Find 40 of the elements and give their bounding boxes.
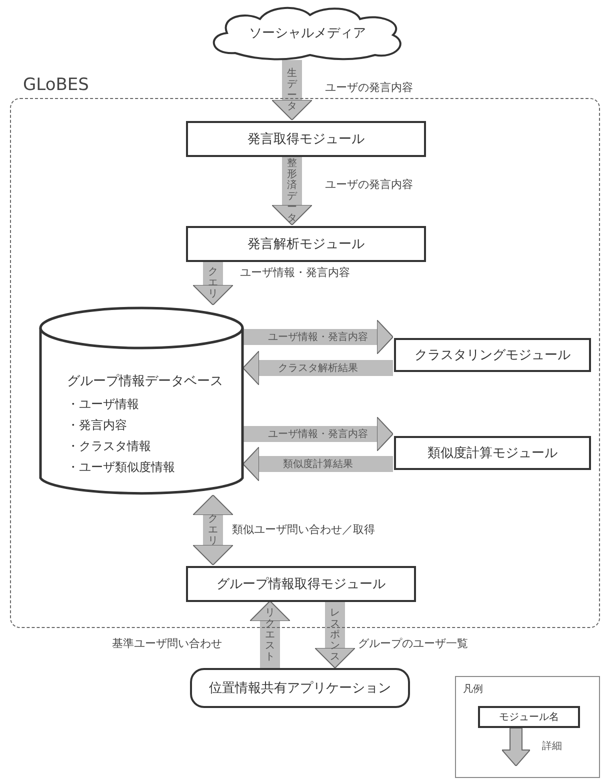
- arrow: [192, 494, 234, 566]
- arrow: [243, 320, 394, 354]
- list-item: ・ユーザ情報: [67, 396, 140, 413]
- edge-label: リクエスト: [265, 607, 275, 662]
- edge-label: 生データ: [287, 68, 297, 112]
- list-item: ・クラスタ情報: [67, 438, 152, 455]
- edge-label: 類似度計算結果: [283, 458, 353, 471]
- flow-description: ユーザ情報・発言内容: [240, 265, 350, 280]
- arrow: [272, 156, 312, 226]
- arrow: [272, 60, 312, 120]
- cloud-label: ソーシャルメディア: [249, 24, 366, 42]
- module-box: 発言取得モジュール: [186, 121, 426, 157]
- arrow: [242, 446, 393, 482]
- list-item: ・発言内容: [67, 417, 128, 434]
- legend-text: 詳細: [542, 740, 562, 753]
- flow-description: ユーザの発言内容: [325, 80, 413, 95]
- edge-label: クエリ: [208, 514, 218, 546]
- database-title: グループ情報データベース: [67, 373, 223, 390]
- arrow: [192, 261, 234, 306]
- flow-description: ユーザの発言内容: [325, 177, 413, 192]
- arrow: [314, 601, 356, 668]
- module-box: 発言解析モジュール: [186, 226, 426, 262]
- system-title: GLoBES: [23, 75, 89, 95]
- arrow: [242, 350, 393, 386]
- edge-label: ユーザ情報・発言内容: [268, 428, 368, 441]
- module-box: クラスタリングモジュール: [394, 338, 591, 372]
- list-item: ・ユーザ類似度情報: [67, 459, 176, 476]
- edge-label: クラスタ解析結果: [278, 362, 358, 375]
- arrow: [243, 416, 394, 452]
- legend-module-sample: モジュール名: [478, 706, 580, 728]
- module-box: 類似度計算モジュール: [394, 436, 591, 470]
- legend-title: 凡例: [463, 683, 483, 696]
- flow-description: グループのユーザ一覧: [358, 636, 468, 651]
- edge-label: 整形済データ: [287, 158, 297, 224]
- application-box: 位置情報共有アプリケーション: [190, 668, 410, 708]
- arrow: [250, 600, 290, 668]
- module-box: グループ情報取得モジュール: [186, 566, 416, 602]
- flow-description: 基準ユーザ問い合わせ: [112, 636, 222, 651]
- flow-description: 類似ユーザ問い合わせ／取得: [232, 522, 375, 537]
- edge-label: ユーザ情報・発言内容: [268, 330, 368, 344]
